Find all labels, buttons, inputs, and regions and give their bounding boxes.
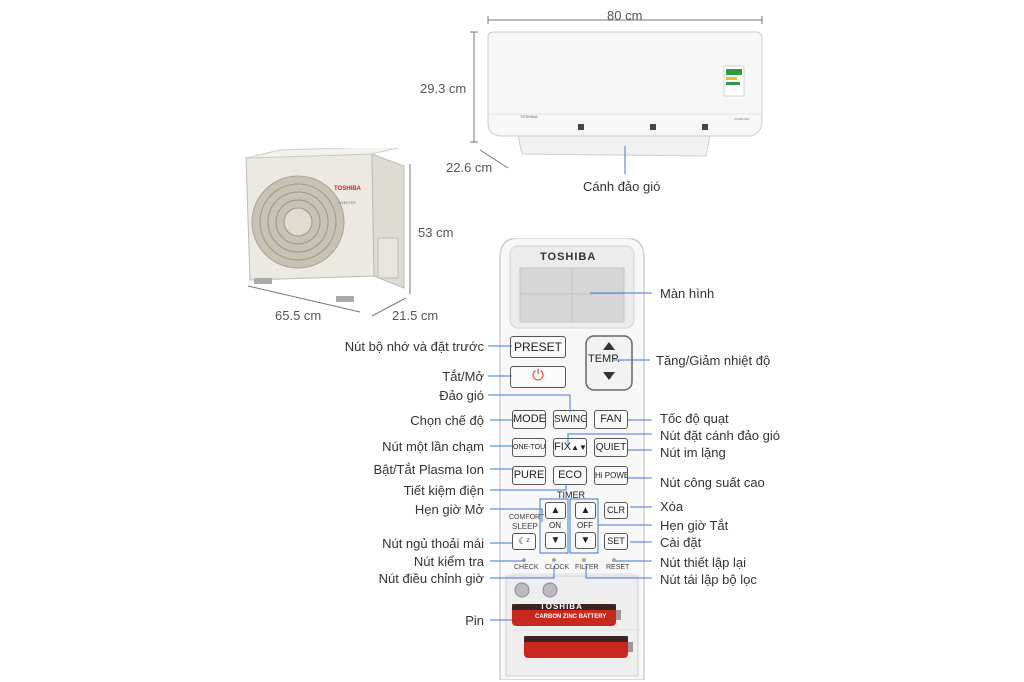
- filter-label: FILTER: [575, 564, 599, 571]
- indoor-depth-label: 22.6 cm: [446, 160, 493, 175]
- temp-label: TEMP.: [588, 353, 621, 365]
- quiet-callout: Nút im lặng: [660, 445, 726, 460]
- timer-off-up-button[interactable]: ▲: [575, 502, 596, 519]
- eco-button[interactable]: ECO: [553, 466, 587, 485]
- indoor-width-label: 80 cm: [607, 8, 643, 23]
- comfort-sleep-button[interactable]: ☾ᶻ: [512, 533, 536, 550]
- updown-arrows-icon: ▲▼: [571, 443, 587, 452]
- check-callout: Nút kiểm tra: [413, 554, 484, 569]
- clr-callout: Xóa: [660, 499, 684, 514]
- reset-callout: Nút thiết lập lại: [660, 555, 746, 570]
- remote-brand: TOSHIBA: [540, 251, 597, 263]
- swing-callout: Đảo gió: [439, 388, 484, 403]
- check-label: CHECK: [514, 564, 539, 571]
- hi-power-button[interactable]: Hi POWER: [594, 466, 628, 485]
- sleep-callout: Nút ngủ thoải mái: [382, 536, 484, 551]
- down-arrow-icon: ▼: [550, 535, 561, 546]
- temp-callout: Tăng/Giảm nhiệt độ: [656, 353, 771, 368]
- outdoor-unit: TOSHIBA INVERTER: [245, 148, 411, 317]
- fix-label: FIX: [554, 441, 572, 453]
- battery-type: CARBON ZINC BATTERY: [535, 614, 607, 620]
- mode-button[interactable]: MODE: [512, 410, 546, 429]
- up-arrow-icon: ▲: [550, 505, 561, 516]
- pure-button[interactable]: PURE: [512, 466, 546, 485]
- outdoor-height-label: 53 cm: [418, 225, 454, 240]
- power-callout: Tắt/Mở: [442, 369, 484, 384]
- outdoor-width-label: 65.5 cm: [275, 308, 322, 323]
- sleep-label: SLEEP: [512, 522, 538, 531]
- svg-text:TOSHIBA: TOSHIBA: [334, 186, 362, 192]
- pure-callout: Bật/Tắt Plasma Ion: [373, 462, 484, 477]
- clr-button[interactable]: CLR: [604, 502, 628, 519]
- sleep-icon: ☾ᶻ: [518, 536, 530, 546]
- svg-text:INVERTER: INVERTER: [734, 117, 750, 121]
- mode-callout: Chọn chế độ: [410, 413, 484, 428]
- timer-off-down-button[interactable]: ▼: [575, 532, 596, 549]
- quiet-button[interactable]: QUIET: [594, 438, 628, 457]
- indoor-unit: TOSHIBA INVERTER: [470, 16, 763, 174]
- power-button[interactable]: ⏻: [510, 366, 566, 388]
- timer-label: TIMER: [557, 490, 585, 500]
- timer-on-up-button[interactable]: ▲: [545, 502, 566, 519]
- comfort-label: COMFORT: [509, 514, 545, 521]
- timer-on-callout: Hẹn giờ Mở: [414, 502, 484, 517]
- one-touch-callout: Nút một lần chạm: [382, 439, 484, 454]
- svg-text:INVERTER: INVERTER: [338, 201, 356, 205]
- up-arrow-icon: ▲: [580, 505, 591, 516]
- battery-callout: Pin: [465, 613, 484, 628]
- timer-on-label: ON: [549, 521, 561, 530]
- set-callout: Cài đặt: [660, 535, 702, 550]
- swing-button[interactable]: SWING: [553, 410, 587, 429]
- set-button[interactable]: SET: [604, 533, 628, 550]
- fix-button[interactable]: FIX▲▼: [553, 438, 587, 457]
- fix-callout: Nút đặt cánh đảo gió: [660, 428, 780, 443]
- down-arrow-icon: ▼: [580, 535, 591, 546]
- batteries: [512, 604, 640, 658]
- reset-label: RESET: [606, 564, 630, 571]
- timer-on-down-button[interactable]: ▼: [545, 532, 566, 549]
- timer-off-callout: Hẹn giờ Tắt: [660, 518, 729, 533]
- filter-callout: Nút tái lập bộ lọc: [660, 572, 757, 587]
- timer-off-label: OFF: [577, 521, 593, 530]
- louver-label: Cánh đảo gió: [583, 179, 661, 194]
- indoor-height-label: 29.3 cm: [420, 81, 467, 96]
- hi-power-callout: Nút công suất cao: [660, 475, 765, 490]
- outdoor-depth-label: 21.5 cm: [392, 308, 439, 323]
- one-touch-button[interactable]: ONE-TOUCH: [512, 438, 546, 457]
- battery-brand: TOSHIBA: [540, 602, 583, 611]
- preset-callout: Nút bộ nhớ và đặt trước: [344, 339, 484, 354]
- power-icon: ⏻: [532, 367, 544, 384]
- clock-callout: Nút điều chỉnh giờ: [378, 571, 484, 586]
- fan-button[interactable]: FAN: [594, 410, 628, 429]
- fan-callout: Tốc độ quạt: [660, 411, 729, 426]
- eco-callout: Tiết kiệm điện: [403, 483, 484, 498]
- svg-text:TOSHIBA: TOSHIBA: [520, 114, 538, 119]
- display-label: Màn hình: [660, 286, 715, 301]
- clock-label: CLOCK: [545, 564, 570, 571]
- preset-button[interactable]: PRESET: [510, 336, 566, 358]
